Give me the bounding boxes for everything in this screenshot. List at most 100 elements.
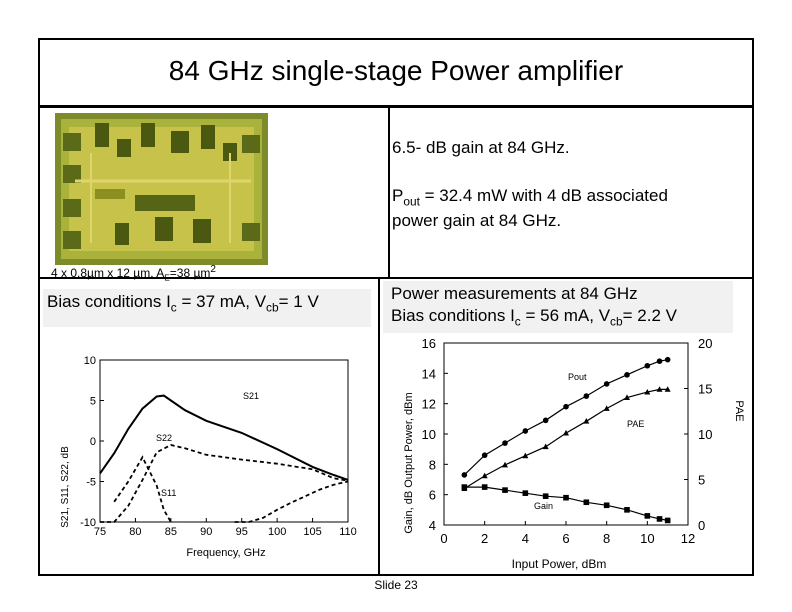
s-plot-frame [99,359,349,523]
power-measurement-title: Power measurements at 84 GHz [391,284,638,303]
gain-point [664,517,671,524]
pout-point [624,372,630,378]
p-ytick-right-label: 0 [698,518,705,533]
bias-conditions-right: Bias conditions Ic = 56 mA, Vcb= 2.2 V [391,306,677,329]
pae-point [664,386,671,392]
s-xlabel: Frequency, GHz [186,547,265,559]
p-xtick-label: 6 [562,531,569,546]
pout-label: Pout [568,372,587,382]
p-ytick-left-label: 14 [422,366,436,381]
gain-point [644,513,651,519]
pae-point [481,472,488,479]
pout-statement-line2: power gain at 84 GHz. [392,211,562,231]
pae-point [522,452,529,459]
p-xtick-label: 2 [481,531,488,546]
gain-point [563,494,569,501]
s-xtick-label: 105 [303,526,321,538]
s-xtick-label: 95 [236,526,248,538]
gain-point [522,490,529,496]
s-ytick-label: -10 [80,517,96,529]
pout-point [542,417,549,424]
gain-point [502,487,508,493]
slide-number: Slide 23 [374,578,418,592]
series-gain-line [464,486,668,521]
pae-point [502,461,508,468]
s21-label: S21 [243,391,259,401]
pout-point [461,472,468,478]
pout-statement: Pout = 32.4 mW with 4 dB associated [392,186,668,209]
p-xtick-label: 12 [681,531,695,546]
p-ylabel-left: Gain, dB Output Power, dBm [403,392,415,533]
pae-point [583,418,590,424]
pout-point [583,393,590,399]
gain-statement: 6.5- dB gain at 84 GHz. [392,138,570,157]
s-xtick-label: 85 [165,526,177,538]
pae-point [656,386,663,392]
p-xtick-label: 0 [440,531,447,546]
series-s11-line [234,480,349,523]
pout-point [522,428,529,434]
pae-point [542,443,549,450]
result-bullets: 6.5- dB gain at 84 GHz. Pout = 32.4 mW w… [392,138,668,231]
p-ytick-right-label: 15 [698,382,712,397]
pout-point [664,356,671,363]
series-pae-line [463,388,668,490]
s-ytick-label: 5 [90,396,96,408]
p-xtick-label: 10 [640,531,654,546]
pae-point [644,388,651,395]
s-ylabel: S21, S11, S22, dB [60,446,71,528]
series-s22-line [100,444,349,523]
pout-point [502,440,508,446]
center-divider-top [388,108,390,278]
gain-point [481,484,488,490]
bias-conditions-left: Bias conditions Ic = 37 mA, Vcb= 1 V [43,289,371,327]
p-ytick-left-label: 4 [429,518,436,533]
s-xtick-label: 80 [129,526,141,538]
series-s11-line [113,455,172,523]
s22-label: S22 [156,433,172,443]
s-xtick-label: 100 [268,526,286,538]
slide-frame [38,38,754,576]
p-xlabel: Input Power, dBm [512,557,607,571]
p-xtick-label: 8 [603,531,610,546]
s11-label: S11 [161,488,176,498]
gain-point [542,493,549,499]
p-ytick-right-label: 10 [698,427,712,442]
chip-micrograph [55,113,268,265]
slide-title: 84 GHz single-stage Power amplifier [168,55,624,86]
p-ytick-left-label: 10 [422,427,436,442]
pae-point [603,405,610,411]
gain-point [624,507,630,513]
pae-label: PAE [627,419,644,429]
p-ytick-left-label: 6 [429,488,436,503]
series-s21-line [99,394,349,481]
chip-caption: 4 x 0.8µm x 12 µm, AE=38 µm2 [51,264,216,283]
p-ytick-left-label: 16 [422,336,436,351]
p-ytick-right-label: 20 [698,336,712,351]
middle-divider [38,277,754,279]
p-ytick-left-label: 8 [429,457,436,472]
power-measurement-label: Power measurements at 84 GHz Bias condit… [383,281,733,333]
pout-point [603,381,610,387]
pae-point [563,429,569,436]
s-ytick-label: 10 [84,355,96,367]
p-xtick-label: 4 [522,531,529,546]
s-ytick-label: -5 [86,477,96,489]
pout-point [656,358,663,364]
gain-point [603,502,610,509]
gain-point [461,484,468,490]
title-bar: 84 GHz single-stage Power amplifier [38,38,754,108]
s-ytick-label: 0 [90,436,96,448]
s-xtick-label: 75 [94,526,106,538]
series-pout-line [463,359,668,476]
pout-point [563,403,569,410]
s-xtick-label: 90 [200,526,212,538]
gain-label: Gain [534,501,553,511]
gain-point [656,516,663,522]
p-ytick-left-label: 12 [422,397,436,412]
pout-point [481,452,488,459]
pout-point [644,362,651,369]
p-ylabel-right: PAE [733,400,745,421]
